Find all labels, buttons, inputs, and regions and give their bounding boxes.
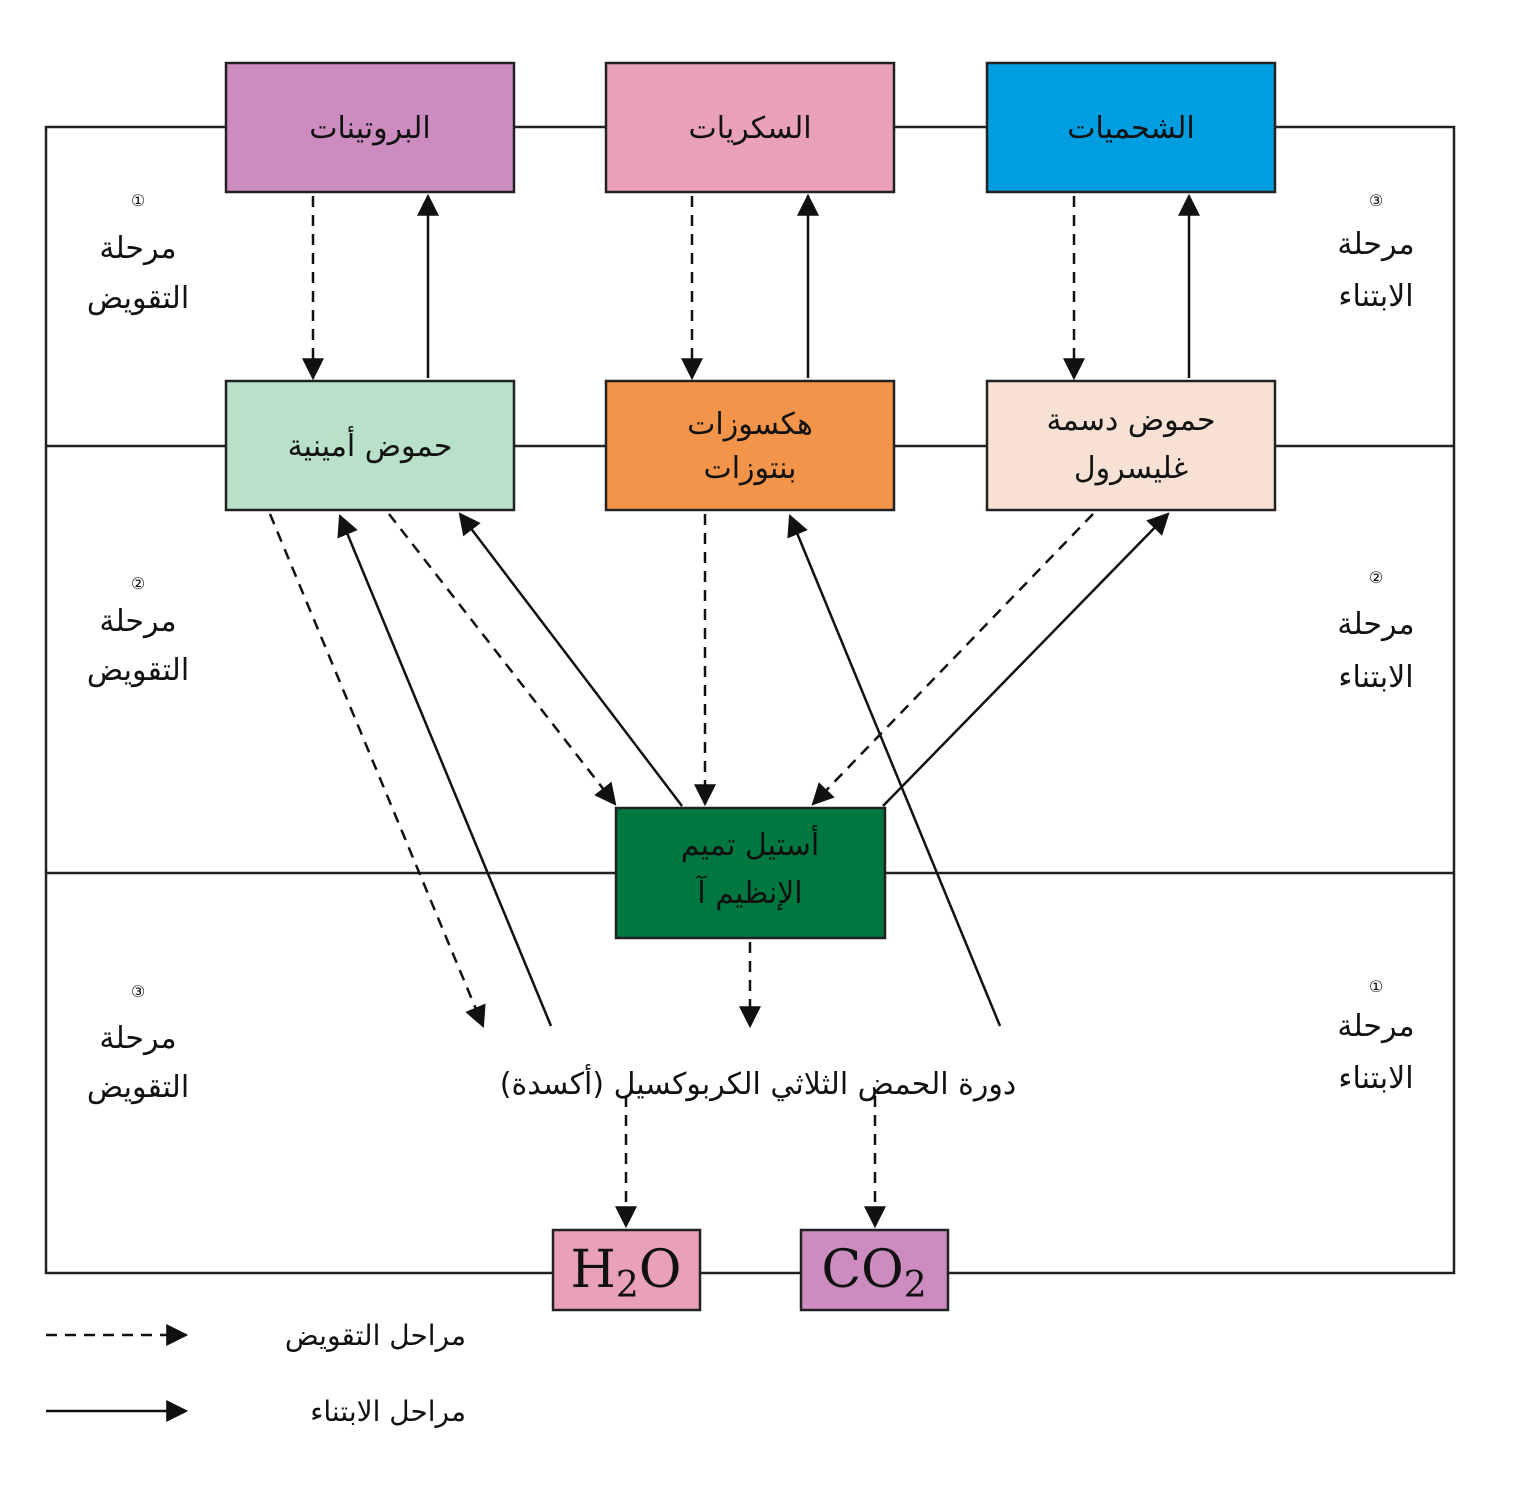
co2-label: CO2 [821,1240,926,1306]
box-h2o: H2O [551,1228,702,1312]
arrow-acetyl-to-fatty [882,512,1170,807]
box-hexoses: هكسوزات بنتوزات [604,379,896,512]
box-co2: CO2 [799,1228,950,1312]
legend-anabolism-label: مراحل الابتناء [310,1395,466,1428]
box-sugars: السكريات [604,61,896,194]
right-stage-1: ① مرحلة الابتناء [1337,977,1414,1096]
hexoses-label: هكسوزات [687,407,813,442]
arrows [268,193,1200,1229]
left-stage-1-line2: التقويض [87,281,189,316]
left-stage-2-line1: مرحلة [99,604,176,639]
box-fatty-acids: حموض دسمة غليسرول [985,379,1277,512]
box-acetyl-coa: أستيل تميم الإنظيم آ [614,806,887,940]
right-stage-1-line2: الابتناء [1338,1061,1413,1096]
glycerol-label: غليسرول [1074,451,1188,486]
right-stage-2-line2: الابتناء [1338,660,1413,695]
left-stage-1-line1: مرحلة [99,231,176,266]
h2o-label: H2O [571,1240,682,1306]
left-stage-1-number: ① [131,191,145,210]
right-stage-3-line2: الابتناء [1338,279,1413,314]
box-lipids: الشحميات [985,61,1277,194]
right-stage-2-number: ② [1369,568,1383,587]
left-stage-3-line1: مرحلة [99,1021,176,1056]
right-stage-1-number: ① [1369,977,1383,996]
left-stage-3-number: ③ [131,982,145,1001]
proteins-label: البروتينات [309,111,430,146]
box-amino-acids: حموض أمينية [224,379,516,512]
sugars-label: السكريات [688,111,811,146]
right-stage-2: ② مرحلة الابتناء [1337,568,1414,695]
right-stage-2-line1: مرحلة [1337,607,1414,642]
arrow-tca-to-amino [337,513,553,1027]
arrow-amino-to-tca [268,513,486,1029]
box-proteins: البروتينات [224,61,516,194]
arrow-acetyl-to-amino [458,512,683,807]
left-stage-3-line2: التقويض [87,1070,189,1105]
right-stage-3: ③ مرحلة الابتناء [1337,191,1414,314]
right-stage-1-line1: مرحلة [1337,1009,1414,1044]
legend: مراحل التقويض مراحل الابتناء [46,1319,466,1428]
arrow-amino-to-acetyl [388,513,617,806]
left-stage-2-line2: التقويض [87,653,189,688]
lipids-label: الشحميات [1067,111,1194,146]
left-stage-3: ③ مرحلة التقويض [87,982,189,1105]
acetyl-coa-label-2: الإنظيم آ [695,875,802,911]
fatty-acids-label: حموض دسمة [1046,403,1215,438]
arrow-tca-to-hexoses [787,513,1002,1027]
amino-acids-label: حموض أمينية [288,425,453,464]
left-stage-1: ① مرحلة التقويض [87,191,189,316]
left-stage-2: ② مرحلة التقويض [87,574,189,688]
left-stage-2-number: ② [131,574,145,593]
legend-catabolism-label: مراحل التقويض [285,1319,466,1352]
right-stage-3-line1: مرحلة [1337,227,1414,262]
acetyl-coa-label-1: أستيل تميم [681,824,820,863]
arrow-fatty-to-acetyl [811,513,1094,806]
pentoses-label: بنتوزات [703,451,796,486]
right-stage-3-number: ③ [1369,191,1383,210]
tca-cycle-label: دورة الحمض الثلاثي الكربوكسيل (أكسدة) [500,1063,1016,1102]
